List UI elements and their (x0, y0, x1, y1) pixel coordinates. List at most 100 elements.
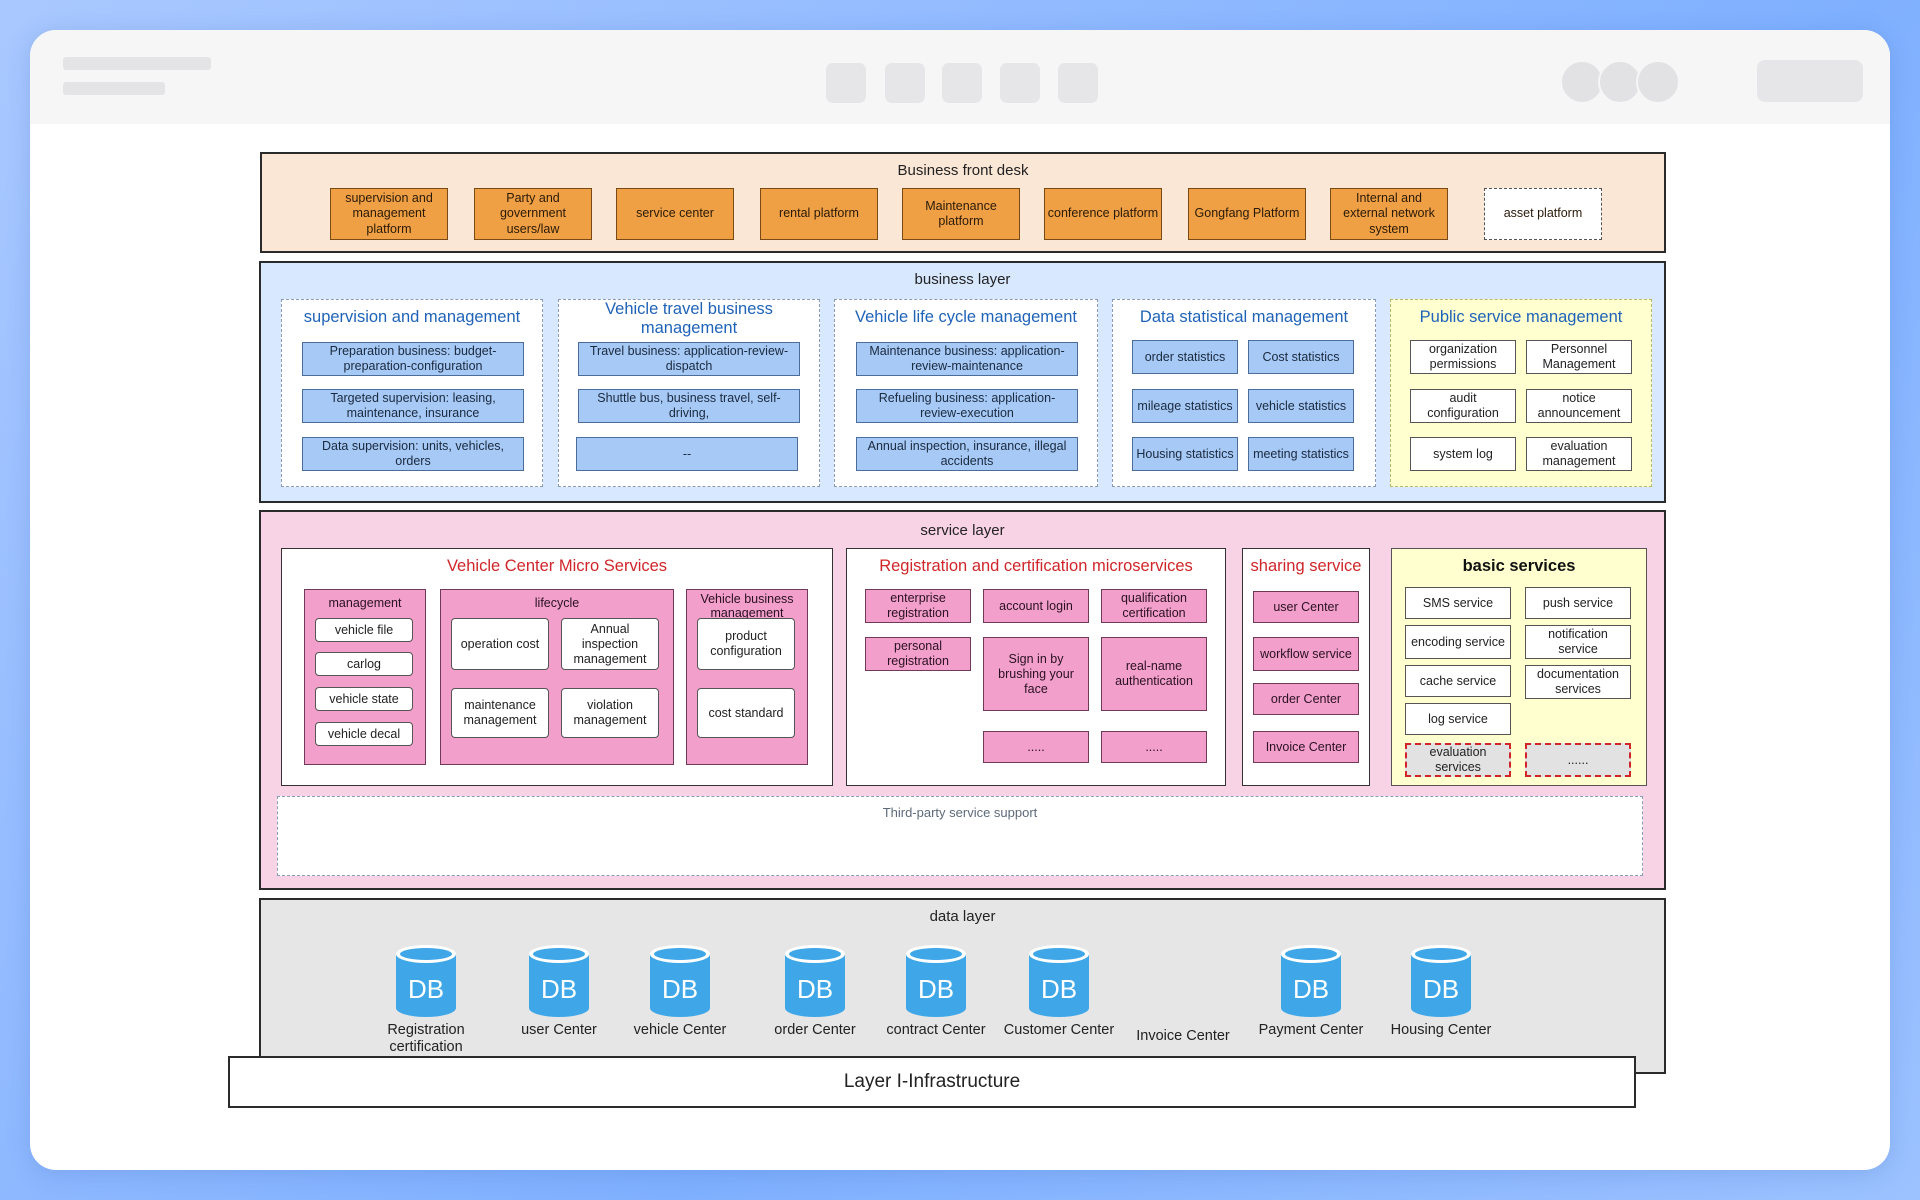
database-icon-text: DB (408, 974, 444, 1004)
business-item: Personnel Management (1526, 340, 1632, 374)
data-layer: data layer DB Registration certification D… (259, 898, 1666, 1074)
front-desk-item: rental platform (760, 188, 878, 240)
panel-title: Public service management (1419, 308, 1623, 326)
business-item: system log (1410, 437, 1516, 471)
database-icon-text: DB (797, 974, 833, 1004)
service-item: evaluation services (1405, 743, 1511, 777)
business-panel-supervision: supervision and management Preparation b… (281, 299, 543, 487)
front-desk-item: Party and government users/law (474, 188, 592, 240)
front-desk-item: conference platform (1044, 188, 1162, 240)
panel-title: Vehicle travel business management (605, 300, 773, 337)
database-icon-text: DB (541, 974, 577, 1004)
toolbar-action-button[interactable] (1757, 60, 1863, 102)
database-label: Housing Center (1390, 1022, 1492, 1038)
service-item: Annual inspection management (561, 618, 659, 670)
database-icon: DB (529, 945, 589, 1017)
avatar-1[interactable] (1560, 60, 1604, 104)
panel-title: Data statistical management (1139, 308, 1349, 326)
service-item: log service (1405, 703, 1511, 735)
front-desk-item: Maintenance platform (902, 188, 1020, 240)
database-label: Customer Center (1003, 1022, 1115, 1038)
database-icon: DB (1281, 945, 1341, 1017)
data-layer-title: data layer (929, 908, 996, 925)
business-panel-lifecycle: Vehicle life cycle management Maintenanc… (834, 299, 1098, 487)
service-item: cost standard (697, 688, 795, 738)
toolbar-tab-2[interactable] (885, 63, 925, 103)
business-item: Refueling business: application-review-e… (856, 389, 1078, 423)
vehicle-business-group: Vehicle business management product conf… (686, 589, 808, 765)
database-icon: DB (906, 945, 966, 1017)
database-label: vehicle Center (633, 1022, 727, 1038)
service-item: carlog (315, 652, 413, 676)
front-desk-item: Gongfang Platform (1188, 188, 1306, 240)
vehicle-center-panel: Vehicle Center Micro Services management… (281, 548, 833, 786)
database-icon: DB (1029, 945, 1089, 1017)
business-item: -- (576, 437, 798, 471)
business-item: mileage statistics (1132, 389, 1238, 423)
database-item: DB Payment Center (1251, 944, 1371, 1039)
service-item: enterprise registration (865, 589, 971, 623)
database-label: contract Center (886, 1022, 986, 1038)
service-layer-title: service layer (920, 522, 1005, 539)
infrastructure-layer: Layer I-Infrastructure (228, 1056, 1636, 1108)
service-item: operation cost (451, 618, 549, 670)
database-icon-text: DB (1041, 974, 1077, 1004)
service-layer: service layer Vehicle Center Micro Servi… (259, 510, 1666, 890)
service-item: ...... (1525, 743, 1631, 777)
business-panel-travel: Vehicle travel business management Trave… (558, 299, 820, 487)
panel-title: Vehicle Center Micro Services (446, 557, 668, 575)
panel-title: Registration and certification microserv… (879, 557, 1193, 575)
avatar-3[interactable] (1636, 60, 1680, 104)
service-item: vehicle file (315, 618, 413, 642)
front-desk-item: asset platform (1484, 188, 1602, 240)
database-icon-text: DB (1423, 974, 1459, 1004)
database-label: Registration certification (387, 1022, 465, 1056)
service-item: maintenance management (451, 688, 549, 738)
toolbar-tab-4[interactable] (1000, 63, 1040, 103)
toolbar-tab-3[interactable] (942, 63, 982, 103)
title-placeholder (63, 57, 211, 70)
front-desk-layer: Business front desk supervision and mana… (260, 152, 1666, 253)
lifecycle-group: lifecycle operation cost Annual inspecti… (440, 589, 674, 765)
service-item: Invoice Center (1253, 731, 1359, 763)
registration-panel: Registration and certification microserv… (846, 548, 1226, 786)
group-title: Vehicle business management (700, 592, 794, 621)
service-item: order Center (1253, 683, 1359, 715)
management-group: management vehicle file carlog vehicle s… (304, 589, 426, 765)
service-item: push service (1525, 587, 1631, 619)
business-item: Annual inspection, insurance, illegal ac… (856, 437, 1078, 471)
basic-services-panel: basic services SMS service push service … (1391, 548, 1647, 786)
service-item: violation management (561, 688, 659, 738)
database-icon: DB (396, 945, 456, 1017)
front-desk-item: supervision and management platform (330, 188, 448, 240)
title-bar (30, 30, 1890, 124)
business-item: notice announcement (1526, 389, 1632, 423)
service-item: account login (983, 589, 1089, 623)
service-item: product configuration (697, 618, 795, 670)
database-item: DB contract Center (876, 944, 996, 1039)
toolbar-tab-1[interactable] (826, 63, 866, 103)
database-label: Payment Center (1258, 1022, 1364, 1038)
database-label: Invoice Center (1136, 1028, 1230, 1044)
database-icon-text: DB (662, 974, 698, 1004)
business-item: evaluation management (1526, 437, 1632, 471)
toolbar-tab-5[interactable] (1058, 63, 1098, 103)
service-item: notification service (1525, 625, 1631, 659)
business-item: Housing statistics (1132, 437, 1238, 471)
front-desk-item: Internal and external network system (1330, 188, 1448, 240)
sharing-service-panel: sharing service user Center workflow ser… (1242, 548, 1370, 786)
group-title: lifecycle (534, 596, 580, 610)
business-item: Data supervision: units, vehicles, order… (302, 437, 524, 471)
business-layer: business layer supervision and managemen… (259, 261, 1666, 503)
service-item: documentation services (1525, 665, 1631, 699)
panel-title: Vehicle life cycle management (855, 308, 1077, 326)
business-item: Preparation business: budget-preparation… (302, 342, 524, 376)
panel-title: sharing service (1250, 557, 1362, 575)
service-item: vehicle state (315, 687, 413, 711)
third-party-support-panel: Third-party service support (277, 796, 1643, 876)
business-item: vehicle statistics (1248, 389, 1354, 423)
service-item: vehicle decal (315, 722, 413, 746)
business-item: order statistics (1132, 340, 1238, 374)
service-item: real-name authentication (1101, 637, 1207, 711)
service-item: workflow service (1253, 637, 1359, 671)
